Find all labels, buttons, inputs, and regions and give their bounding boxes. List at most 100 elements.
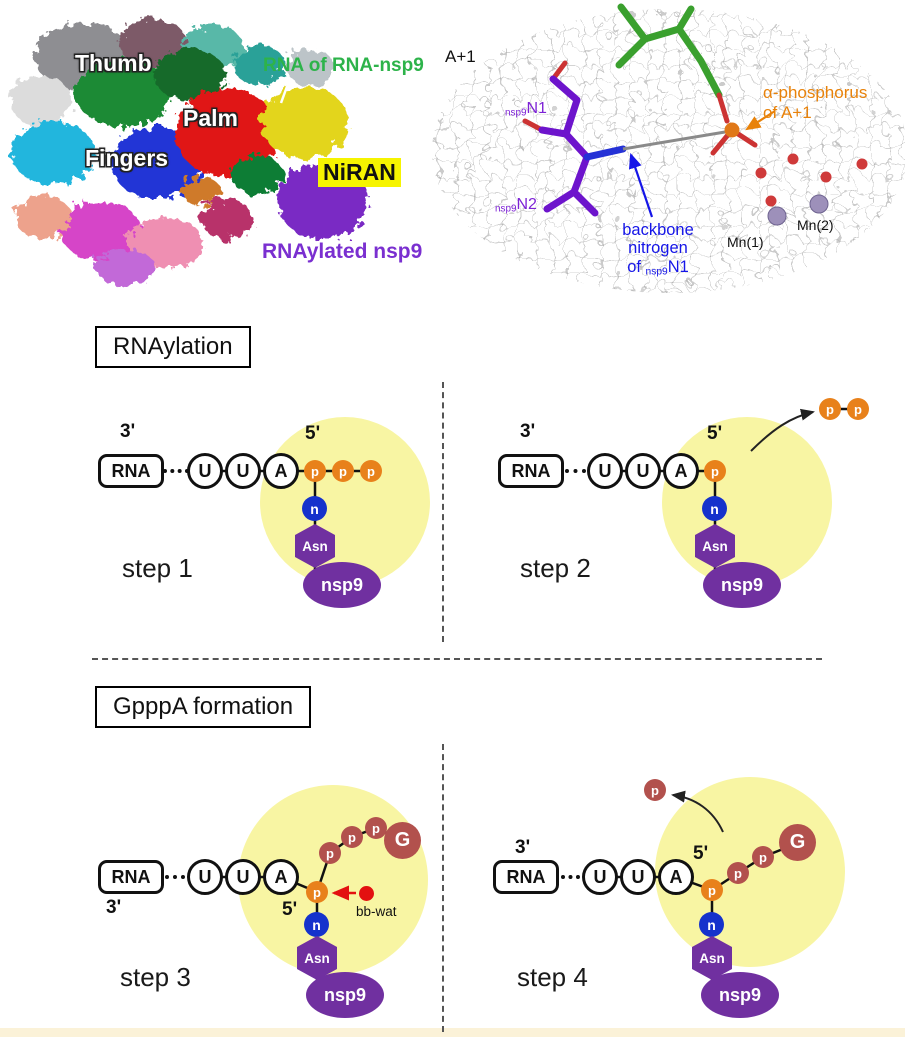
nucleotide-circle: U bbox=[620, 859, 656, 895]
step3-panel: RNA 3' 5' U U A p p p p G bb-wat n Asn n… bbox=[0, 740, 442, 1037]
phosphate-red: p bbox=[341, 826, 363, 848]
phosphate-red: p bbox=[319, 842, 341, 864]
n-p-bond bbox=[622, 130, 726, 151]
a-plus-1-label: A+1 bbox=[445, 47, 476, 66]
palm-domain-label: Palm bbox=[183, 105, 238, 131]
active-site-panel: A+1 nsp9N1 nsp9N2 α-phosphorus of A+1 ba… bbox=[425, 3, 905, 303]
rnaylated-nsp9-label: RNAylated nsp9 bbox=[262, 240, 423, 263]
nucleotide-circle: U bbox=[587, 453, 623, 489]
step-label: step 2 bbox=[520, 553, 591, 583]
niran-domain-blob bbox=[261, 87, 349, 159]
palm-domain-blob bbox=[175, 89, 279, 177]
step-divider-vertical-2 bbox=[442, 744, 444, 1032]
phosphate-orange: p bbox=[360, 460, 382, 482]
section-divider-horizontal bbox=[92, 658, 822, 660]
step-label: step 3 bbox=[120, 962, 191, 992]
thumb-domain-label: Thumb bbox=[75, 50, 152, 76]
three-prime-label: 3' bbox=[120, 421, 136, 442]
alpha-phosphorus-label: α-phosphorus of A+1 bbox=[763, 83, 868, 122]
guanosine-circle: G bbox=[779, 824, 816, 861]
rna-ellipsis-link bbox=[165, 875, 185, 879]
step1-panel: 3' 5' RNA U U A p p p n Asn nsp9 step 1 bbox=[0, 385, 442, 643]
phosphate-red: p bbox=[727, 862, 749, 884]
released-phosphate: p bbox=[819, 398, 841, 420]
release-arrow-icon bbox=[671, 790, 724, 833]
nucleotide-circle: U bbox=[187, 453, 223, 489]
niran-domain-label: NiRAN bbox=[318, 158, 401, 187]
phosphate-red: p bbox=[365, 817, 387, 839]
nsp9-n1-label: nsp9N1 bbox=[505, 100, 547, 119]
nucleotide-circle: U bbox=[187, 859, 223, 895]
rna-a1-sticks bbox=[615, 3, 723, 99]
cryoem-density-map bbox=[11, 19, 369, 285]
connector-lines bbox=[200, 469, 371, 580]
nsp9-ellipse: nsp9 bbox=[306, 972, 384, 1018]
alpha-phosphorus-atom bbox=[724, 122, 740, 138]
phosphate-red: p bbox=[752, 846, 774, 868]
bb-wat-label: bb-wat bbox=[356, 904, 397, 919]
fingers-domain-label: Fingers bbox=[85, 145, 169, 171]
five-prime-label: 5' bbox=[707, 423, 723, 444]
five-prime-label: 5' bbox=[305, 423, 321, 444]
rna-box: RNA bbox=[493, 860, 559, 894]
rna-ellipsis-link bbox=[163, 469, 189, 473]
rna-ellipsis-link bbox=[565, 469, 586, 473]
nsp9-ellipse: nsp9 bbox=[701, 972, 779, 1018]
nucleotide-circle: U bbox=[225, 859, 261, 895]
nitrogen-circle: n bbox=[302, 496, 327, 521]
section-title-rnaylation: RNAylation bbox=[95, 326, 251, 368]
guanosine-circle: G bbox=[384, 822, 421, 859]
phosphate-orange: p bbox=[701, 879, 723, 901]
alpha-phosphorus-arrow-icon bbox=[745, 110, 776, 131]
rna-of-rna-nsp9-label: RNA of RNA-nsp9 bbox=[263, 55, 424, 76]
section-title-gpppa: GpppA formation bbox=[95, 686, 312, 728]
step4-panel: 3' 5' RNA U U A p p p G p n Asn nsp9 ste… bbox=[455, 740, 905, 1037]
rna-box: RNA bbox=[98, 454, 164, 488]
step-divider-vertical-1 bbox=[442, 382, 444, 642]
three-prime-label: 3' bbox=[515, 837, 531, 858]
step-label: step 1 bbox=[122, 553, 193, 583]
niran-active-site-highlight bbox=[260, 417, 430, 587]
nsp9-ellipse: nsp9 bbox=[303, 562, 381, 608]
nsp9-ellipse: nsp9 bbox=[703, 562, 781, 608]
five-prime-label: 5' bbox=[282, 899, 298, 920]
phosphate-orange: p bbox=[304, 460, 326, 482]
nitrogen-circle: n bbox=[699, 912, 724, 937]
water-molecule-dot bbox=[359, 886, 374, 901]
nucleotide-circle: A bbox=[263, 859, 299, 895]
backbone-nitrogen-stick bbox=[583, 145, 627, 161]
mn2-label: Mn(2) bbox=[797, 217, 834, 233]
three-prime-label: 3' bbox=[106, 897, 122, 918]
rna-pointer-line bbox=[279, 80, 291, 104]
phosphate-orange: p bbox=[332, 460, 354, 482]
backbone-nitrogen-label: backbone nitrogen of nsp9N1 bbox=[622, 221, 694, 278]
rna-ellipsis-link bbox=[561, 875, 580, 879]
oxygen-sticks bbox=[522, 60, 758, 156]
nucleotide-circle: U bbox=[225, 453, 261, 489]
three-prime-label: 3' bbox=[520, 421, 536, 442]
phosphate-orange: p bbox=[704, 460, 726, 482]
nitrogen-circle: n bbox=[304, 912, 329, 937]
bottom-strip bbox=[0, 1028, 905, 1037]
mn1-label: Mn(1) bbox=[727, 234, 764, 250]
nucleotide-circle: A bbox=[663, 453, 699, 489]
nucleotide-circle: U bbox=[625, 453, 661, 489]
nucleotide-circle: A bbox=[263, 453, 299, 489]
nucleotide-circle: U bbox=[582, 859, 618, 895]
backbone-nitrogen-arrow-icon bbox=[628, 152, 654, 218]
cryoem-map-panel: Thumb RNA of RNA-nsp9 Palm Fingers NiRAN… bbox=[5, 5, 424, 295]
step-label: step 4 bbox=[517, 962, 588, 992]
nsp9-asn-sticks bbox=[538, 75, 599, 217]
phosphate-orange: p bbox=[306, 881, 328, 903]
rna-box: RNA bbox=[498, 454, 564, 488]
niran-active-site-highlight bbox=[662, 417, 832, 587]
density-mesh-structure bbox=[432, 3, 905, 293]
released-phosphate: p bbox=[847, 398, 869, 420]
released-phosphate: p bbox=[644, 779, 666, 801]
water-molecules bbox=[755, 153, 868, 207]
release-arrow-icon bbox=[750, 408, 815, 452]
rna-box: RNA bbox=[98, 860, 164, 894]
nsp9-n2-label: nsp9N2 bbox=[495, 196, 537, 215]
nitrogen-circle: n bbox=[702, 496, 727, 521]
